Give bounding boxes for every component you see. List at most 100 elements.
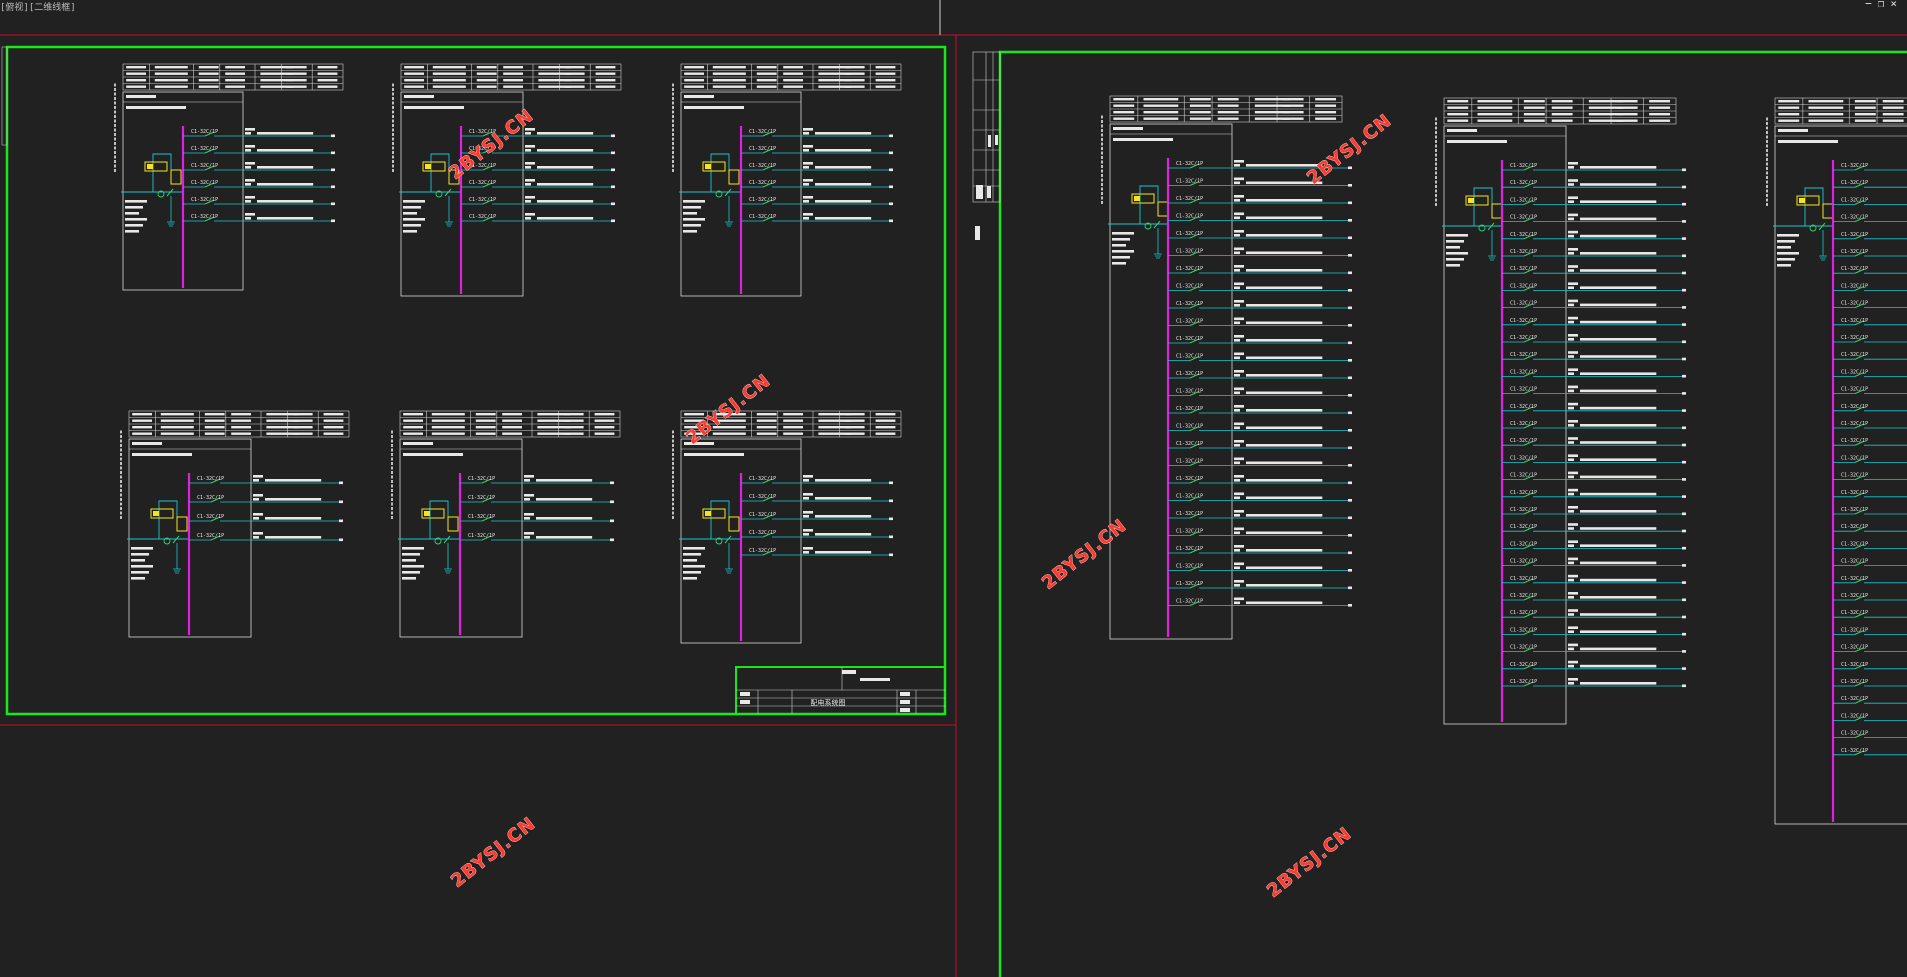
breaker-label: C1-32C/1P — [1176, 529, 1203, 535]
feeder-circuit: C1-32C/1P — [1168, 545, 1352, 555]
circuit-number — [1234, 230, 1244, 233]
cable-spec-text — [1580, 492, 1657, 496]
breaker-label: C1-32C/1P — [1510, 404, 1537, 410]
breaker-symbol — [1523, 199, 1534, 205]
circuit-number — [1234, 527, 1244, 531]
breaker-symbol — [1189, 565, 1200, 572]
breaker-label: C1-32C/1P — [1510, 421, 1537, 427]
load-text — [1682, 495, 1686, 498]
breaker-label: C1-32C/1P — [1841, 249, 1868, 255]
circuit-number — [1568, 230, 1578, 234]
feeder-circuit: C1-32C/1P — [189, 532, 343, 542]
breaker-label: C1-32C/1P — [749, 129, 776, 135]
close-icon[interactable]: × — [1890, 0, 1903, 10]
breaker-symbol — [1189, 425, 1200, 432]
load-text — [889, 499, 893, 503]
cable-spec-text — [1246, 549, 1323, 552]
cable-spec-text — [537, 217, 594, 220]
ground-symbol — [1154, 253, 1162, 259]
incoming-spec-text — [1777, 258, 1795, 261]
breaker-symbol — [1189, 513, 1200, 519]
restore-icon[interactable]: ❐ — [1877, 0, 1891, 10]
incoming-feeder-line — [679, 153, 730, 193]
feeder-circuit: C1-32C/1P — [460, 494, 614, 504]
sheet-frame-left — [5, 45, 947, 716]
circuit-number — [803, 493, 813, 496]
feeder-circuit: C1-32C/1P — [183, 128, 335, 138]
load-text — [1348, 166, 1352, 170]
feeder-circuit: C1-32C/1P — [1833, 524, 1907, 532]
circuit-number — [1234, 457, 1244, 461]
cable-spec-text — [1580, 303, 1657, 307]
incoming-spec-text — [403, 200, 425, 203]
breaker-label: C1-32C/1P — [1841, 404, 1868, 410]
feeder-circuit: C1-32C/1P — [1168, 562, 1352, 572]
circuit-number — [1568, 643, 1578, 647]
load-text — [339, 500, 343, 504]
window-title: [俯视][二维线框] — [0, 3, 76, 13]
breaker-symbol — [1854, 612, 1865, 618]
panel-note-text — [1778, 140, 1838, 143]
cable-spec-text — [1246, 216, 1323, 220]
cable-spec-text — [1246, 566, 1323, 570]
incoming-spec-text — [131, 559, 145, 562]
cable-spec-text — [1246, 234, 1323, 237]
breaker-symbol — [1854, 629, 1865, 635]
viewport-borders — [0, 34, 1907, 977]
breaker-symbol — [204, 165, 215, 171]
load-text — [1348, 604, 1352, 607]
incoming-spec-text — [1777, 246, 1791, 249]
load-text — [1682, 460, 1686, 464]
breaker-symbol — [1189, 355, 1200, 362]
feeder-circuit: C1-32C/1P — [741, 162, 893, 172]
breaker-label: C1-32C/1P — [1841, 387, 1868, 393]
breaker-symbol — [204, 216, 215, 222]
feeder-circuit: C1-32C/1P — [1833, 387, 1907, 395]
cable-spec-text — [1580, 372, 1657, 375]
feeder-circuit: C1-32C/1P — [1833, 180, 1907, 188]
cable-spec-text — [265, 517, 322, 520]
breaker-symbol — [1523, 165, 1534, 171]
circuit-number — [524, 532, 534, 535]
revision-marks — [975, 135, 998, 240]
panel-enclosure — [1443, 125, 1567, 725]
ground-symbol — [725, 221, 733, 227]
cable-spec-text — [536, 479, 593, 482]
load-text — [339, 519, 343, 523]
panel-spec-text — [132, 413, 344, 435]
breaker-label: C1-32C/1P — [1510, 438, 1537, 444]
breaker-symbol — [1189, 338, 1200, 344]
cable-spec-text — [257, 183, 314, 186]
main-breaker-symbol — [715, 537, 723, 545]
breaker-label: C1-32C/1P — [1510, 541, 1537, 547]
breaker-symbol — [1189, 215, 1200, 222]
ground-symbol — [1819, 255, 1827, 261]
load-text — [1682, 615, 1686, 619]
cable-spec-text — [815, 166, 872, 169]
load-text — [1682, 220, 1686, 223]
cable-spec-text — [1580, 475, 1657, 479]
minimize-icon[interactable]: − — [1865, 0, 1878, 10]
feeder-circuit: C1-32C/1P — [183, 213, 335, 223]
breaker-symbol — [1854, 698, 1865, 704]
feeder-circuit: C1-32C/1P — [1502, 334, 1686, 344]
feeder-circuit: C1-32C/1P — [1502, 385, 1686, 395]
feeder-circuit: C1-32C/1P — [1168, 282, 1352, 292]
breaker-symbol — [1854, 337, 1865, 343]
cable-spec-text — [1246, 304, 1323, 307]
ground-symbol — [167, 221, 175, 227]
breaker-label: C1-32C/1P — [1841, 748, 1868, 754]
load-text — [1682, 443, 1686, 447]
cable-spec-text — [1580, 286, 1657, 289]
incoming-spec-text — [1777, 252, 1799, 255]
feeder-circuit: C1-32C/1P — [741, 475, 893, 485]
circuit-number — [524, 475, 534, 478]
breaker-label: C1-32C/1P — [1841, 490, 1868, 496]
breaker-label: C1-32C/1P — [1510, 352, 1537, 358]
panel-name-text — [1113, 127, 1143, 130]
cable-spec-text — [1580, 510, 1657, 513]
panel-name-text — [1778, 129, 1808, 132]
feeder-circuit: C1-32C/1P — [1833, 455, 1907, 463]
cable-spec-text — [1246, 164, 1323, 167]
